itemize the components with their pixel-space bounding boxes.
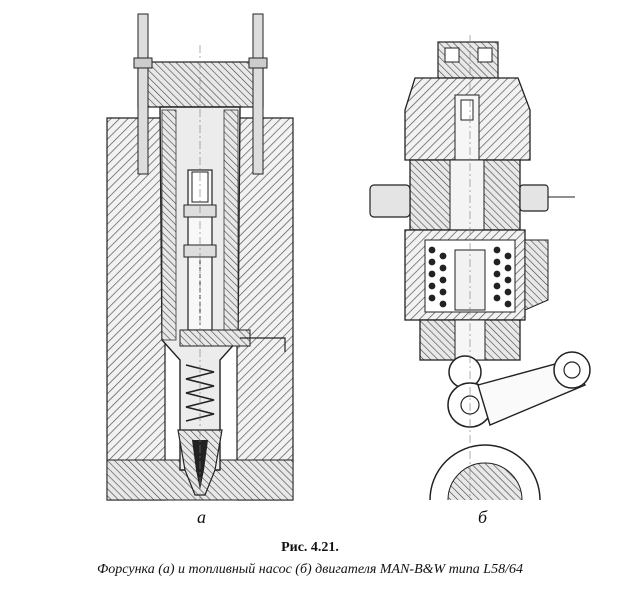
label-b: б	[478, 507, 488, 527]
figure-drawings	[106, 13, 591, 501]
fuel-pump-drawing	[369, 35, 591, 501]
injector-drawing	[106, 13, 294, 501]
figure-number: Рис. 4.21.	[281, 540, 339, 555]
figure-caption: Форсунка (а) и топливный насос (б) двига…	[97, 562, 523, 577]
label-a: а	[197, 507, 206, 527]
